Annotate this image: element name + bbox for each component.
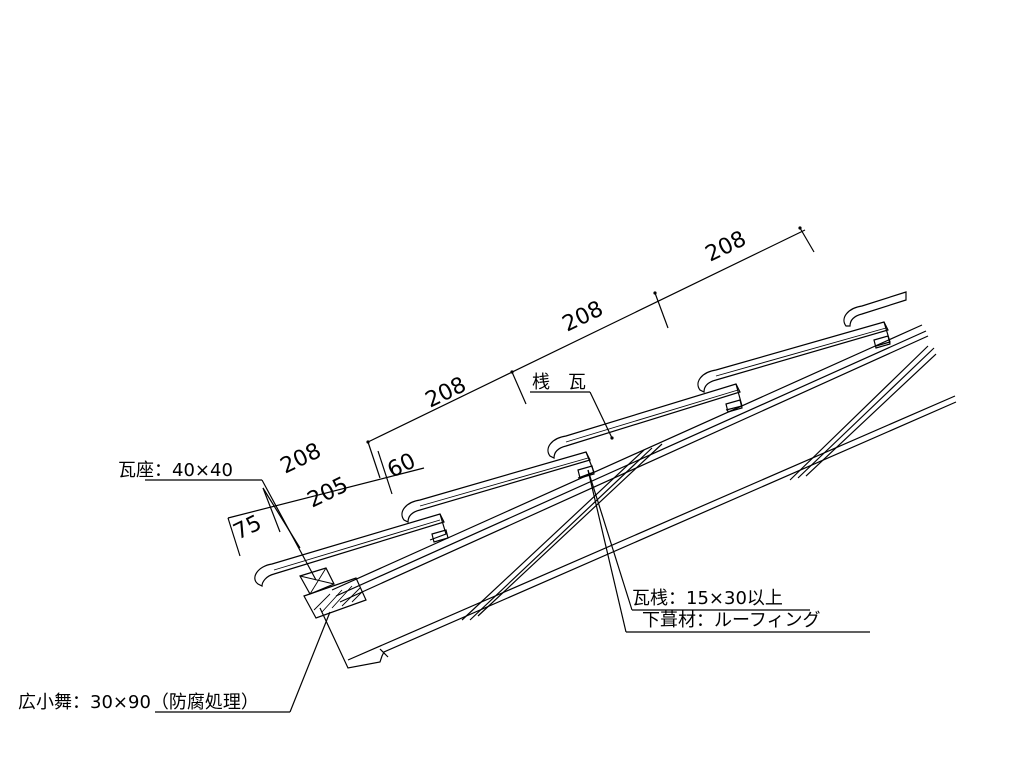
- label-fascia: 広小舞：30×90（防腐処理）: [18, 692, 259, 713]
- leader-tile-type: [530, 391, 614, 440]
- label-tile-type: 桟 瓦: [532, 372, 586, 393]
- label-tile-seat: 瓦座：40×40: [118, 460, 233, 481]
- leader-fascia: [155, 611, 331, 713]
- dimension-208-2: 208: [422, 373, 471, 414]
- rafter: [319, 395, 957, 669]
- label-batten: 瓦桟：15×30以上: [632, 588, 783, 609]
- dimension-60: 60: [384, 449, 420, 484]
- leader-tile-seat: [145, 479, 317, 581]
- dimension-205: 205: [304, 473, 353, 514]
- roof-deck: [331, 324, 929, 603]
- roof-tiles: [254, 291, 907, 587]
- dimension-208-4: 208: [702, 227, 751, 268]
- fascia-board: [303, 577, 367, 619]
- tile-battens: [431, 335, 891, 543]
- leader-batten-underlay: [587, 469, 870, 633]
- label-underlay: 下葺材：ルーフィング: [642, 610, 821, 631]
- pitch-dimension-line: [366, 226, 815, 479]
- dimension-208-3: 208: [559, 297, 608, 338]
- dimension-208-1: 208: [277, 439, 326, 480]
- tile-seat: [299, 567, 335, 595]
- truss-members: [461, 345, 937, 621]
